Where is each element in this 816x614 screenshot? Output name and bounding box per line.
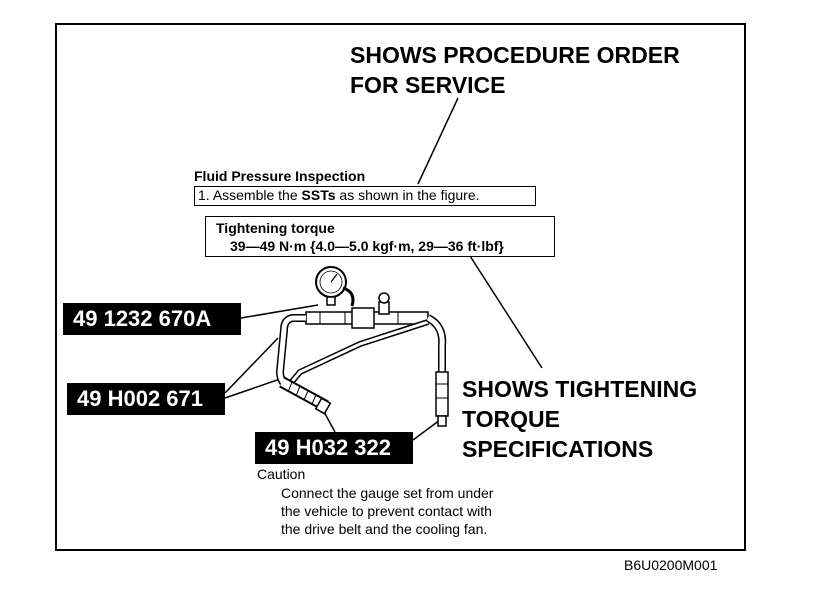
callout-torque-line2: TORQUE [462,406,560,432]
step-text-bold: SSTs [301,187,336,203]
leader-line-hose-b [224,377,284,399]
procedure-step-box [194,186,536,206]
part-label-hose: 49 H002 671 [67,383,225,415]
step-text-after: as shown in the figure. [339,187,480,203]
procedure-title: Fluid Pressure Inspection [194,168,366,184]
figure-code: B6U0200M001 [624,557,718,573]
caution-line-1: Connect the gauge set from under [281,485,494,501]
leader-line-procedure [417,97,459,185]
pressure-gauge [315,266,355,307]
valve-manifold [305,292,429,329]
leader-line-torque [469,255,543,369]
right-hose [426,314,449,427]
procedure-step: 1. Assemble the SSTs as shown in the fig… [198,187,480,204]
step-number: 1. [198,187,210,203]
part-label-gauge: 49 1232 670A [63,303,241,335]
leader-line-adapter-b [412,419,441,441]
part-label-adapter: 49 H032 322 [255,432,413,464]
caution-title: Caution [257,466,306,482]
torque-box [205,216,555,257]
caution-line-3: the drive belt and the cooling fan. [281,521,488,537]
adapter-fitting [279,376,332,415]
callout-procedure-order-line2: FOR SERVICE [350,72,506,98]
callout-torque-line3: SPECIFICATIONS [462,436,654,462]
callout-procedure-order-line1: SHOWS PROCEDURE ORDER [350,42,680,68]
center-hose [287,319,429,386]
leader-line-hose-a [224,337,279,394]
callout-torque-line1: SHOWS TIGHTENING [462,376,698,402]
step-text-before: Assemble the [212,187,298,203]
caution-line-2: the vehicle to prevent contact with [281,503,492,519]
torque-value: 39—49 N·m {4.0—5.0 kgf·m, 29—36 ft·lbf} [230,238,504,254]
torque-heading: Tightening torque [216,220,335,236]
leader-line-gauge [240,304,319,319]
figure-frame [55,23,746,551]
